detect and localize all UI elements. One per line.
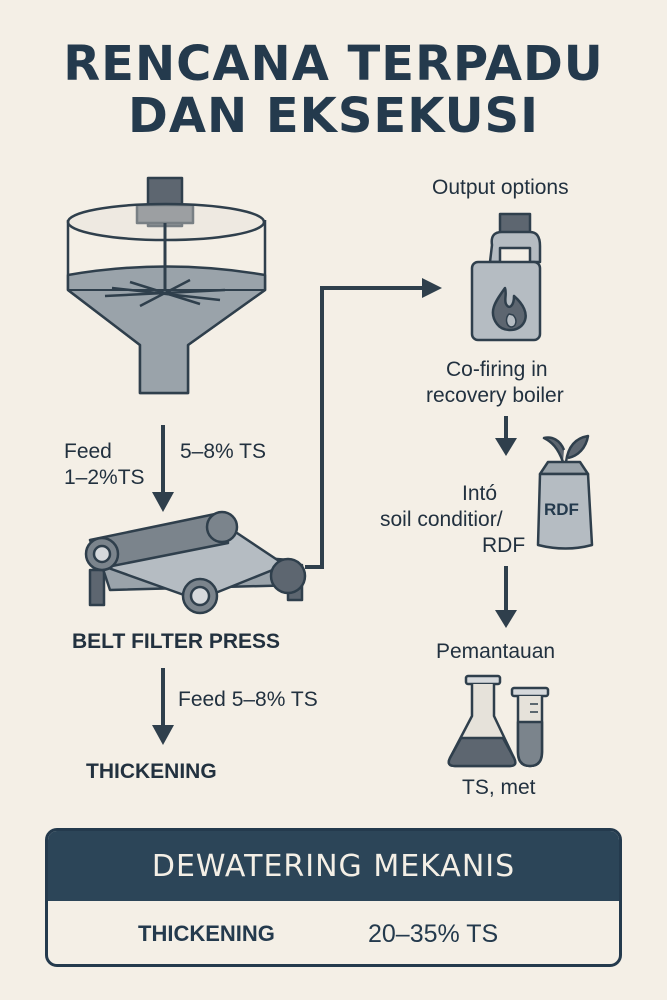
table-row: THICKENING 20–35% TS — [48, 901, 619, 964]
rdf-bag-label: RDF — [544, 500, 579, 519]
arrow-cofiring-to-soil — [495, 416, 517, 456]
arrow-tank-to-press — [152, 425, 174, 512]
monitoring-title: Pemantauan — [436, 640, 556, 663]
table-header: DEWATERING MEKANIS — [48, 831, 619, 901]
thickening-label: THICKENING — [86, 760, 217, 783]
title-line-2: DAN EKSEKUSI — [128, 88, 539, 144]
arrow-press-to-thickening — [152, 668, 174, 745]
thickened-ts-label: 5–8% TS — [180, 440, 266, 463]
feed-label-line-2: 1–2%TS — [64, 466, 145, 489]
table-row-value: 20–35% TS — [368, 919, 499, 948]
feed-label-line-1: Feed — [64, 440, 112, 463]
feed-thickened-label: Feed 5–8% TS — [178, 688, 318, 711]
lab-glassware-icon — [447, 674, 550, 768]
table-row-label: THICKENING — [138, 921, 275, 946]
rdf-bag-icon — [536, 434, 594, 550]
arrow-press-to-output — [305, 278, 442, 569]
boiler-fuel-icon — [470, 212, 542, 342]
title-line-1: RENCANA TERPADU — [63, 36, 604, 92]
belt-filter-press-label: BELT FILTER PRESS — [72, 630, 281, 653]
cofiring-line-2: recovery boiler — [426, 384, 564, 407]
cofiring-line-1: Co-firing in — [446, 358, 548, 381]
belt-filter-press-icon — [84, 510, 307, 615]
soil-line-2: soil conditior/ — [380, 508, 503, 531]
dewatering-table: DEWATERING MEKANIS THICKENING 20–35% TS — [45, 828, 622, 967]
monitoring-subtitle: TS, met — [462, 776, 536, 799]
thickener-tank-icon — [66, 176, 267, 395]
arrow-soil-to-monitoring — [495, 566, 517, 628]
soil-line-1: Intó — [462, 482, 498, 505]
output-options-title: Output options — [432, 176, 569, 199]
soil-line-3: RDF — [482, 534, 526, 557]
